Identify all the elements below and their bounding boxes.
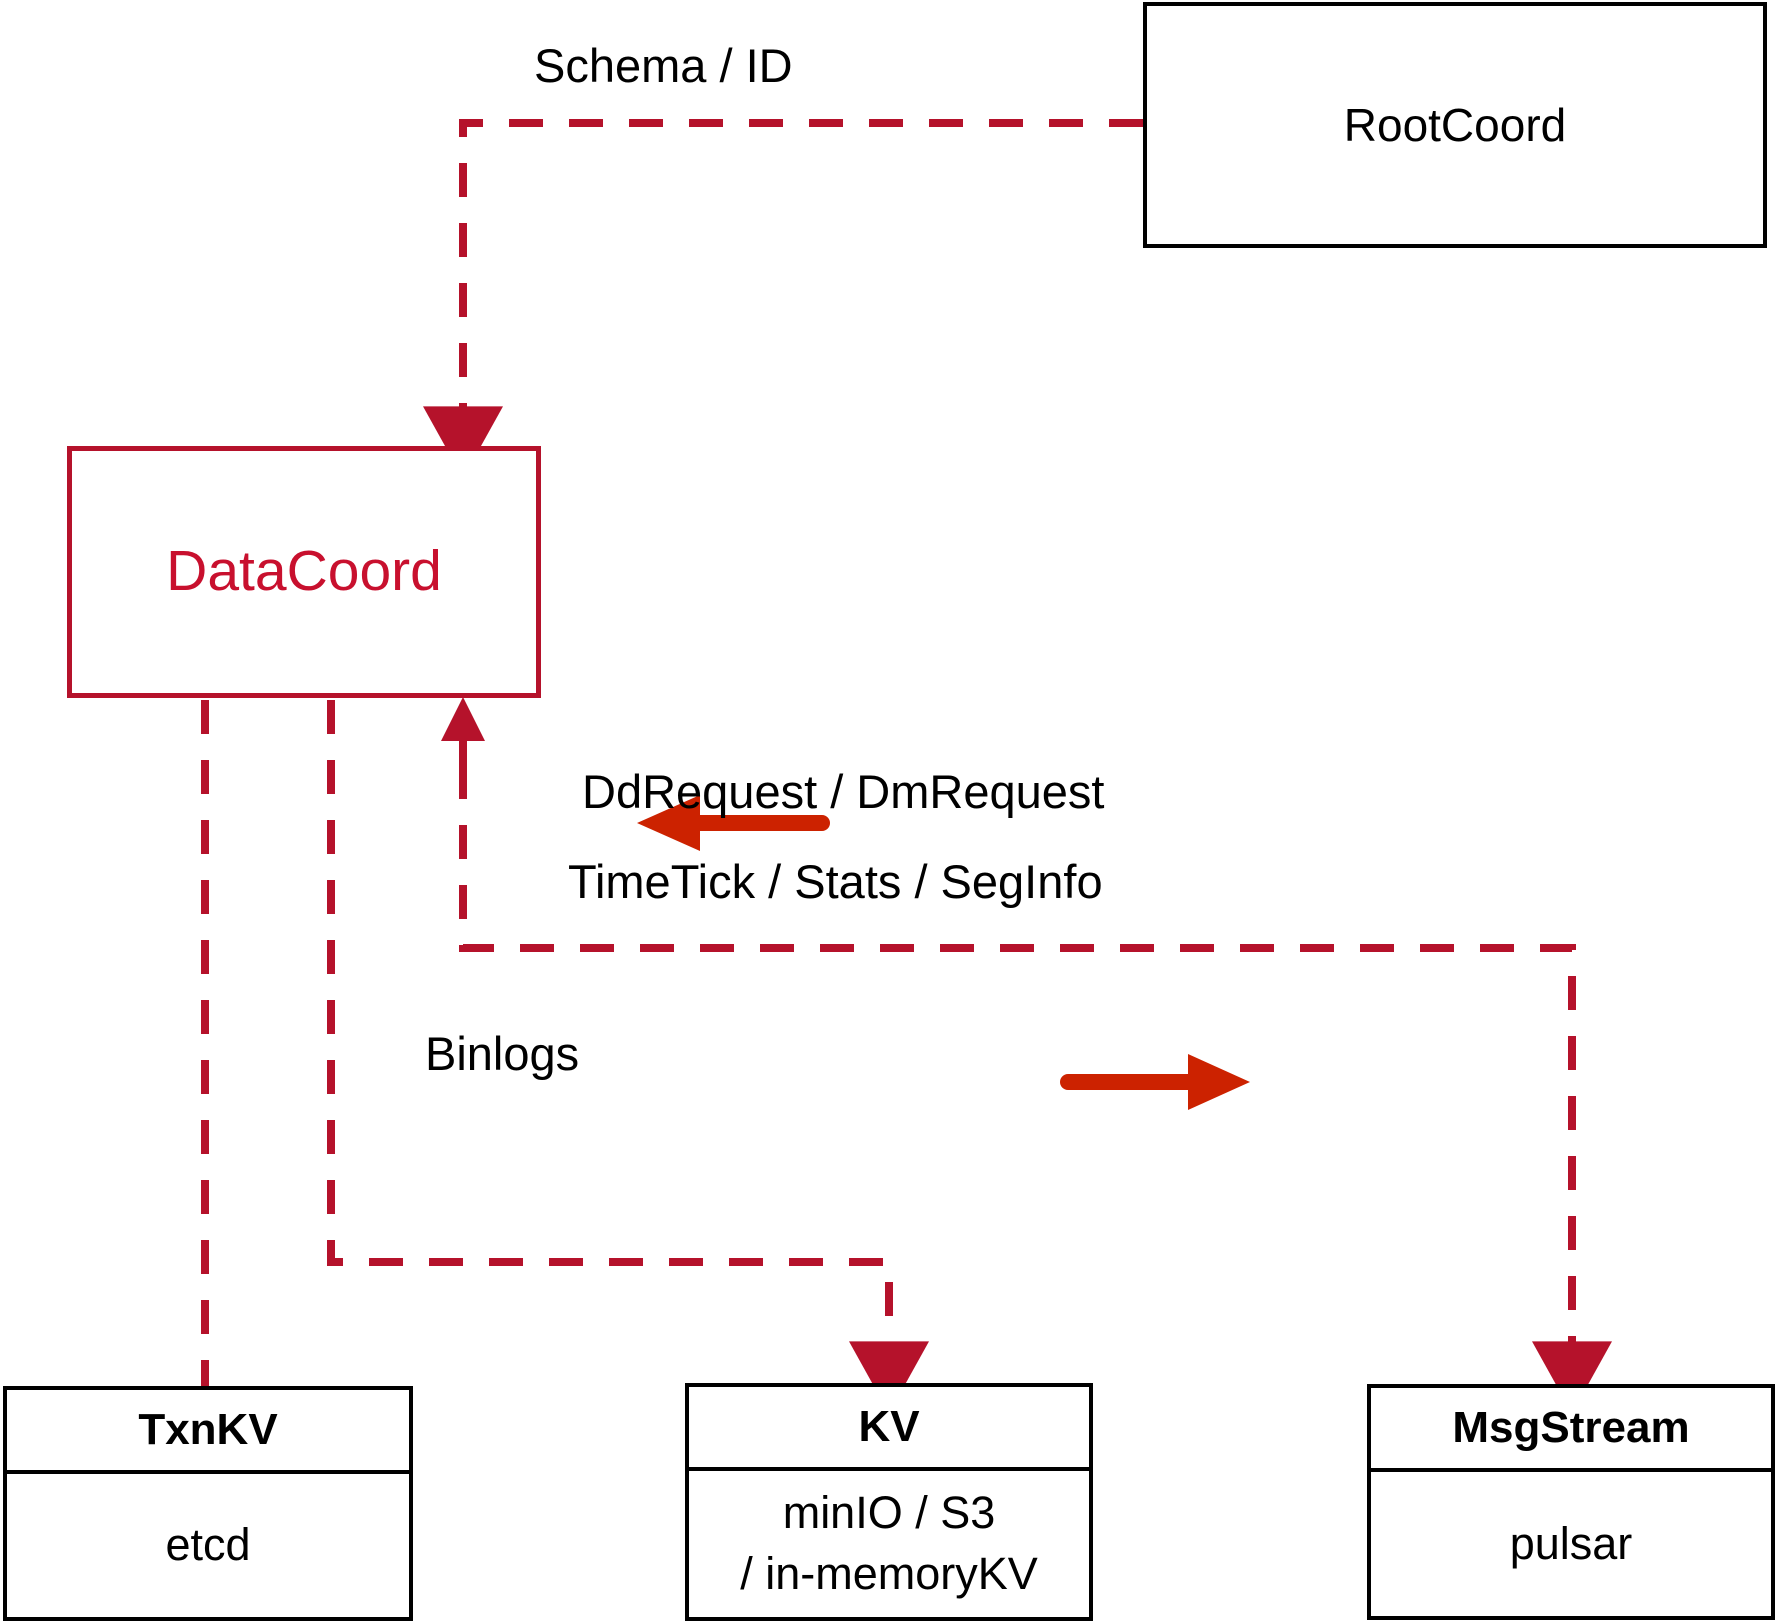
node-kv-divider <box>689 1467 1089 1471</box>
node-kv-body: minIO / S3 / in-memoryKV <box>689 1471 1089 1617</box>
node-msgstream-title: MsgStream <box>1452 1402 1690 1452</box>
edge-schema-id-line <box>423 119 1143 479</box>
node-txnkv-divider <box>7 1470 409 1474</box>
node-txnkv-title: TxnKV <box>138 1404 278 1454</box>
node-datacoord-title: DataCoord <box>166 539 442 604</box>
node-rootcoord-title: RootCoord <box>1343 98 1567 151</box>
node-kv-subtitle-line2: / in-memoryKV <box>740 1548 1038 1599</box>
edge-binlogs-line <box>327 700 929 1414</box>
node-rootcoord[interactable]: RootCoord <box>1143 2 1767 248</box>
edge-label-binlogs: Binlogs <box>425 1027 580 1080</box>
node-kv[interactable]: KV minIO / S3 / in-memoryKV <box>685 1383 1093 1621</box>
node-txnkv-subtitle: etcd <box>165 1519 251 1571</box>
timetick-direction-arrow <box>1060 1054 1250 1110</box>
node-txnkv-body: etcd <box>7 1474 409 1617</box>
ddrequest-direction-arrow <box>637 795 830 851</box>
node-msgstream-body: pulsar <box>1371 1472 1771 1616</box>
node-kv-subtitle-line1: minIO / S3 <box>782 1487 996 1539</box>
edge-label-schema-id: Schema / ID <box>534 39 793 92</box>
edge-label-timetick: TimeTick / Stats / SegInfo <box>568 855 1103 908</box>
node-txnkv[interactable]: TxnKV etcd <box>3 1386 413 1621</box>
edge-msgstream-line <box>459 705 1612 1414</box>
node-msgstream-divider <box>1371 1468 1771 1472</box>
node-msgstream-subtitle: pulsar <box>1509 1517 1633 1569</box>
node-msgstream[interactable]: MsgStream pulsar <box>1367 1384 1775 1620</box>
node-kv-title: KV <box>858 1401 920 1451</box>
edge-msgstream-arrowhead-up <box>441 697 485 741</box>
edge-label-ddrequest: DdRequest / DmRequest <box>582 765 1105 818</box>
node-datacoord[interactable]: DataCoord <box>67 446 541 698</box>
